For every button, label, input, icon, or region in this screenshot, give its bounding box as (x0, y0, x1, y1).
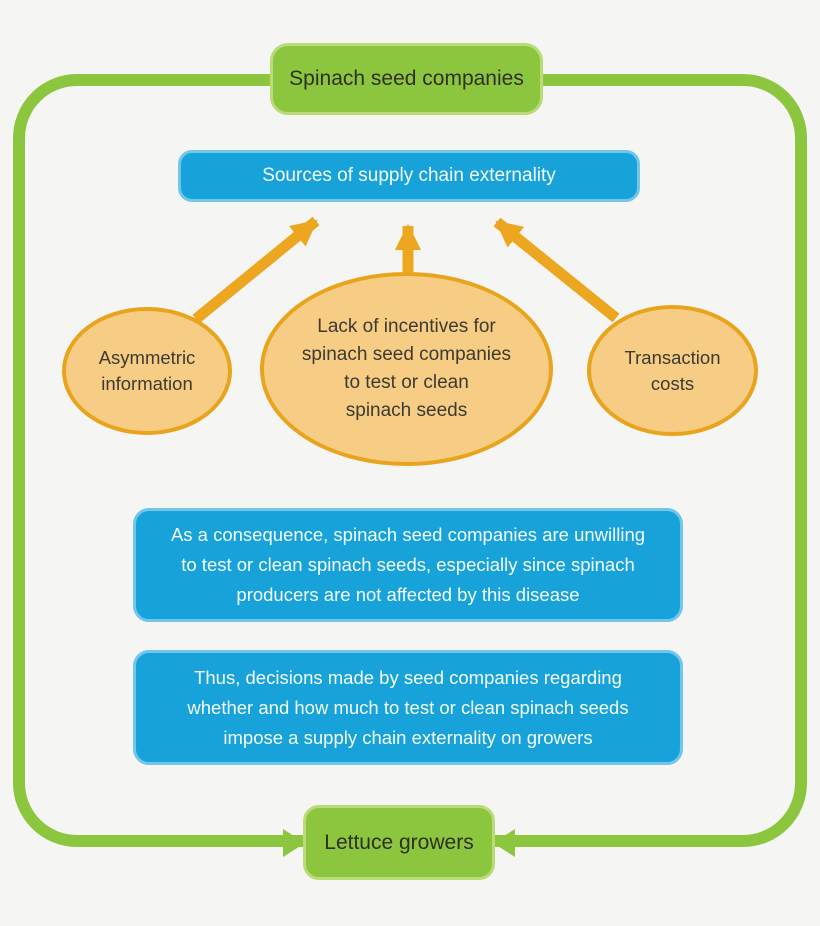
node-lack-of-incentives: Lack of incentives for spinach seed comp… (260, 272, 553, 466)
flow-frame-border (13, 74, 807, 847)
node-sources-of-supply-chain-externality: Sources of supply chain externality (178, 150, 640, 202)
node-externality-statement: Thus, decisions made by seed companies r… (133, 650, 683, 765)
node-asymmetric-information: Asymmetric information (62, 307, 232, 435)
node-spinach-seed-companies: Spinach seed companies (270, 43, 543, 115)
node-transaction-costs: Transaction costs (587, 305, 758, 436)
node-lettuce-growers: Lettuce growers (303, 805, 495, 880)
node-consequence-statement: As a consequence, spinach seed companies… (133, 508, 683, 622)
